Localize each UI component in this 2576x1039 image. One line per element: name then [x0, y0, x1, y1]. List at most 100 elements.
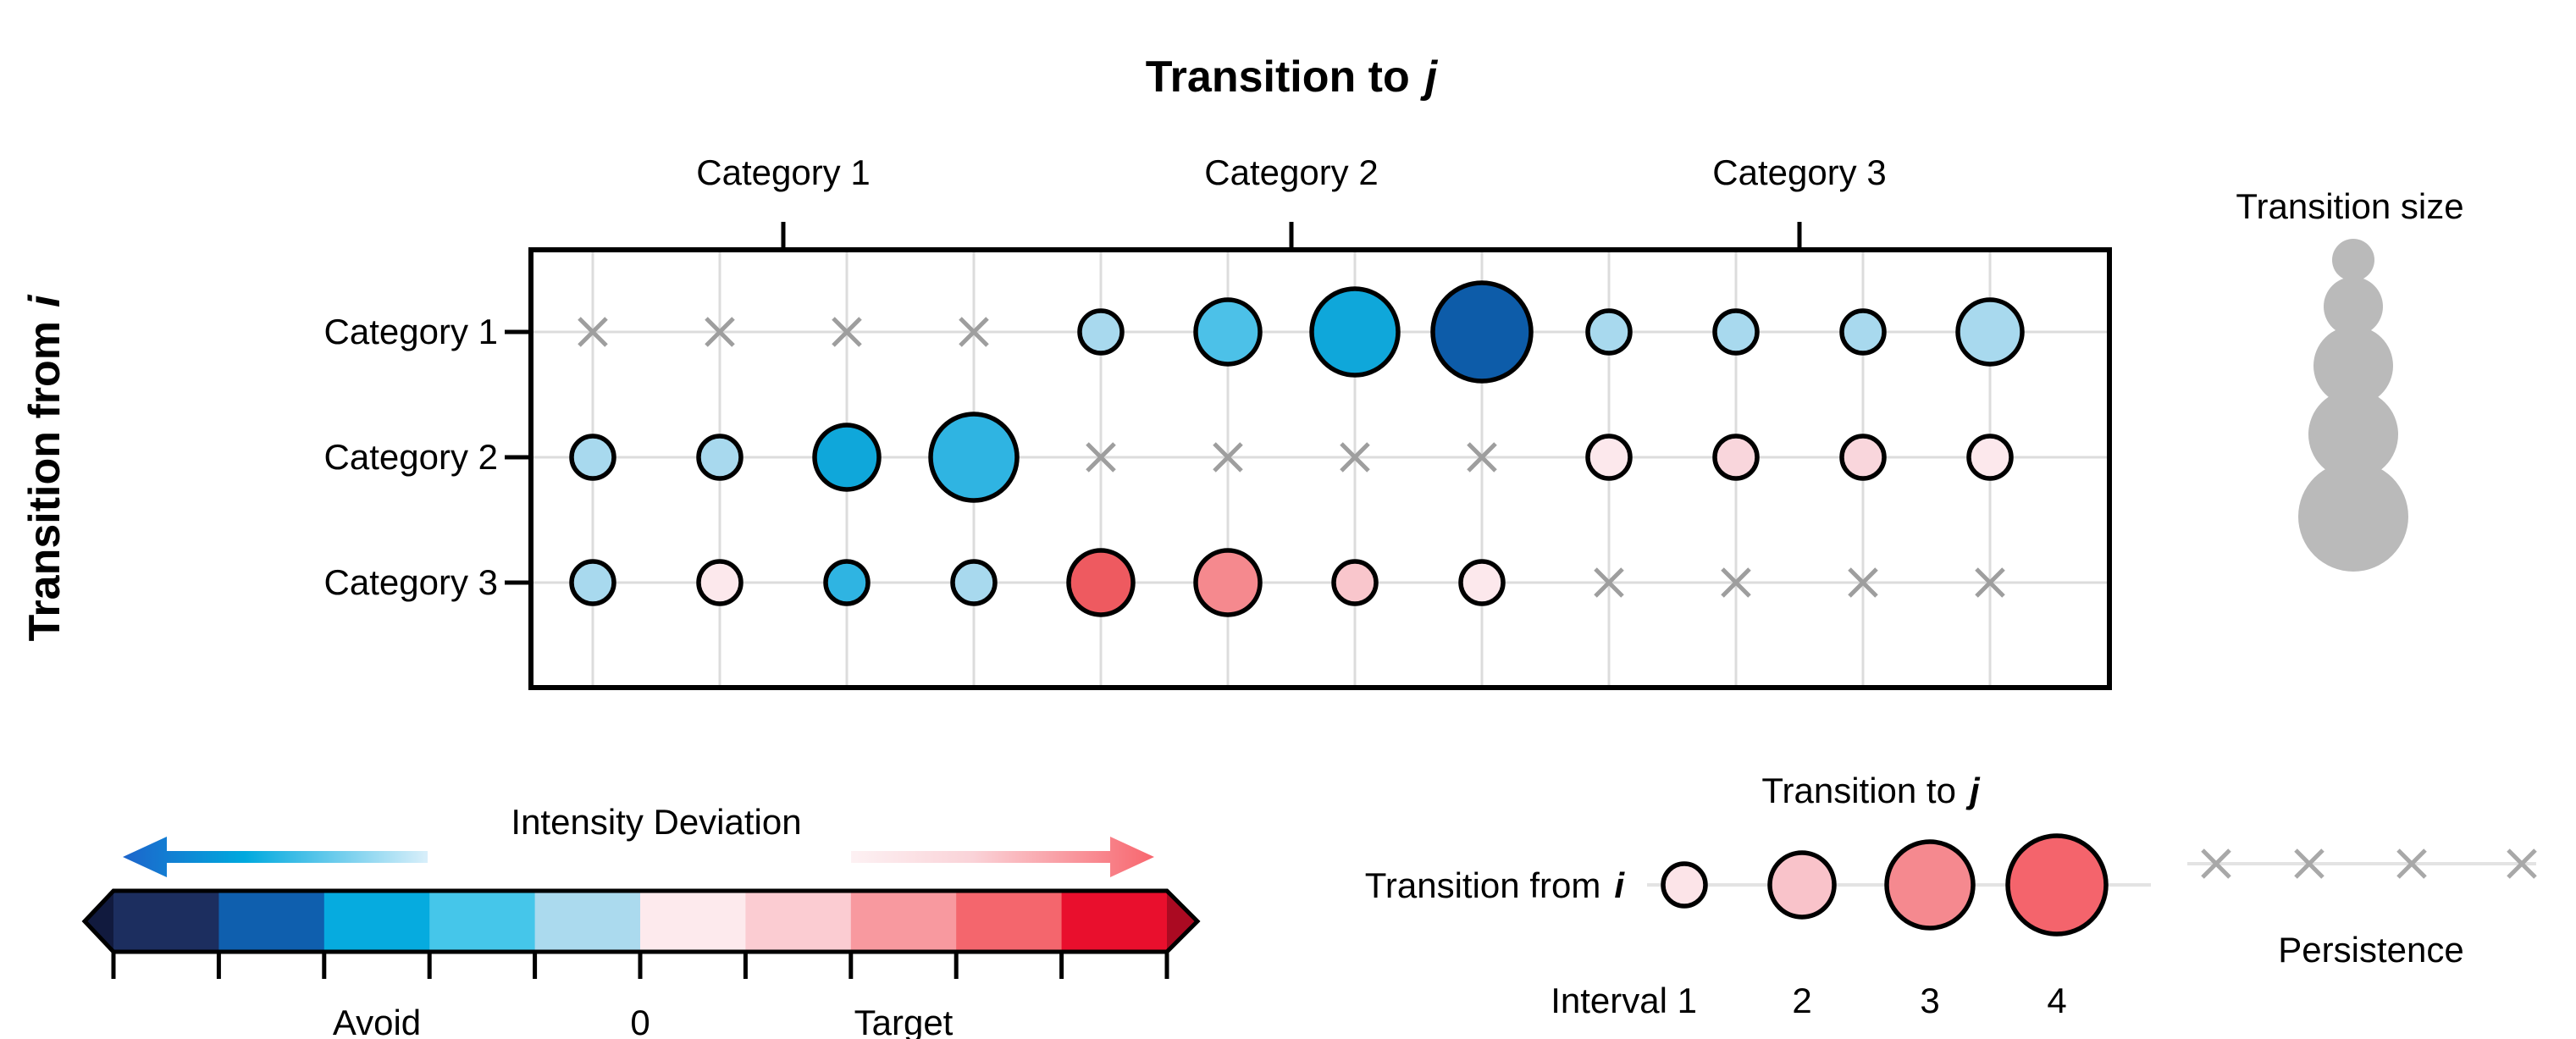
- persistence-marker-r2-c5: [1086, 442, 1116, 473]
- matrix-bubble-r3-c5: [1066, 548, 1136, 617]
- colorbar-arrows: [123, 837, 1154, 877]
- persistence-marker-r2-c7: [1340, 442, 1370, 473]
- row-label-category-2: Category 2: [324, 437, 498, 477]
- legend-interval-row-label-text: Transition from: [1365, 865, 1601, 905]
- matrix-bubbles: [569, 280, 2025, 617]
- column-header-category-3: Category 3: [1712, 152, 1886, 192]
- legend-size-circles: [2298, 239, 2408, 572]
- legend-interval-tick-4: 4: [2047, 981, 2066, 1020]
- matrix-bubble-r2-c10: [1712, 434, 1760, 481]
- matrix-bubble-r2-c9: [1585, 434, 1633, 481]
- legend-interval-row-label: Transition from i: [1365, 865, 1626, 905]
- matrix-frame: [528, 247, 2112, 690]
- matrix-bubble-r2-c11: [1839, 434, 1887, 481]
- matrix-ticks: [505, 222, 1802, 585]
- column-header-category-1: Category 1: [696, 152, 870, 192]
- legend-size-circle-3: [2313, 326, 2393, 406]
- legend-persistence-markers: [2187, 848, 2537, 879]
- legend-size-circle-2: [2324, 277, 2383, 336]
- legend-size-circle-4: [2308, 390, 2398, 479]
- matrix-bubble-r1-c9: [1585, 308, 1633, 356]
- matrix-bubble-r1-c6: [1193, 297, 1263, 367]
- chart-title-text: Transition to: [1146, 53, 1410, 102]
- matrix-bubble-r1-c7: [1309, 286, 1401, 378]
- avoid-direction-arrow: [123, 837, 428, 877]
- legend-interval-circles: [1647, 833, 2151, 937]
- persistence-marker-r2-c6: [1213, 442, 1243, 473]
- matrix-bubble-r3-c8: [1458, 559, 1506, 606]
- matrix-bubble-r3-c1: [569, 559, 616, 606]
- legend-interval-tick-2: 2: [1792, 981, 1811, 1020]
- colorbar-segment-2: [218, 891, 325, 952]
- target-direction-arrow: [851, 837, 1154, 877]
- row-label-category-3: Category 3: [324, 562, 498, 602]
- matrix-bubble-r2-c4: [928, 412, 1020, 503]
- matrix-bubble-r1-c12: [1955, 297, 2025, 367]
- matrix-bubble-r3-c7: [1331, 559, 1379, 606]
- legend-size-circle-5: [2298, 461, 2408, 572]
- persistence-marker-r3-c12: [1975, 567, 2005, 598]
- colorbar-label-0: Avoid: [333, 1003, 421, 1039]
- legend-persistence-marker-1: [2201, 848, 2231, 879]
- matrix-bubble-r1-c11: [1839, 308, 1887, 356]
- legend-persistence-marker-4: [2507, 848, 2537, 879]
- legend-persistence-marker-2: [2294, 848, 2324, 879]
- persistence-marker-r3-c11: [1848, 567, 1878, 598]
- colorbar-segment-8: [850, 891, 958, 952]
- colorbar-label-2: Target: [854, 1003, 954, 1039]
- matrix-bubble-r2-c3: [812, 423, 882, 492]
- persistence-marker-r1-c1: [578, 317, 608, 347]
- y-axis-title-italic: i: [20, 294, 69, 307]
- persistence-marker-r1-c2: [705, 317, 735, 347]
- legend-interval-tick-1: Interval 1: [1551, 981, 1697, 1020]
- matrix-bubble-r3-c2: [696, 559, 744, 606]
- persistence-marker-r3-c9: [1594, 567, 1624, 598]
- matrix-bubble-r1-c10: [1712, 308, 1760, 356]
- legend-interval-tick-3: 3: [1920, 981, 1939, 1020]
- legend-interval-circle-2: [1767, 850, 1837, 920]
- colorbar-segment-5: [534, 891, 641, 952]
- colorbar-segment-6: [640, 891, 747, 952]
- colorbar-segment-9: [956, 891, 1063, 952]
- colorbar-right-tip: [1167, 891, 1197, 952]
- legend-size-title: Transition size: [2236, 186, 2463, 226]
- chart-title-italic: j: [1420, 53, 1439, 102]
- matrix-bubble-r3-c6: [1193, 548, 1263, 617]
- legend-persistence-label: Persistence: [2278, 930, 2463, 970]
- legend-interval-title-italic: j: [1965, 771, 1981, 810]
- legend-size-circle-1: [2332, 239, 2374, 281]
- matrix-bubble-r2-c1: [569, 434, 616, 481]
- legend-interval-circle-1: [1661, 861, 1708, 909]
- matrix-bubble-r3-c4: [950, 559, 998, 606]
- y-axis-title: Transition from i: [20, 294, 69, 641]
- y-axis-title-text: Transition from: [20, 321, 69, 641]
- legend-interval-circle-4: [2005, 833, 2109, 937]
- persistence-marker-r3-c10: [1721, 567, 1751, 598]
- matrix-bubble-r3-c3: [823, 559, 871, 606]
- persistence-marker-r1-c4: [959, 317, 989, 347]
- legend-persistence-marker-3: [2396, 848, 2427, 879]
- column-header-category-2: Category 2: [1204, 152, 1378, 192]
- legend-interval-circle-3: [1884, 839, 1976, 931]
- row-label-category-1: Category 1: [324, 312, 498, 351]
- colorbar-segment-7: [745, 891, 852, 952]
- colorbar-segment-4: [429, 891, 536, 952]
- persistence-marker-r1-c3: [832, 317, 862, 347]
- colorbar-segment-1: [113, 891, 220, 952]
- legend-interval-title-text: Transition to: [1761, 771, 1956, 810]
- matrix-bubble-r2-c2: [696, 434, 744, 481]
- colorbar-segment-3: [323, 891, 431, 952]
- colorbar-left-tip: [85, 891, 113, 952]
- colorbar-label-1: 0: [630, 1003, 650, 1039]
- matrix-bubble-r1-c5: [1077, 308, 1125, 356]
- legend-interval-row-label-italic: i: [1614, 865, 1625, 905]
- persistence-marker-r2-c8: [1467, 442, 1497, 473]
- colorbar-title: Intensity Deviation: [511, 802, 801, 842]
- matrix-bubble-r1-c8: [1430, 280, 1534, 384]
- colorbar-bar: [81, 888, 1201, 979]
- colorbar-segment-10: [1061, 891, 1168, 952]
